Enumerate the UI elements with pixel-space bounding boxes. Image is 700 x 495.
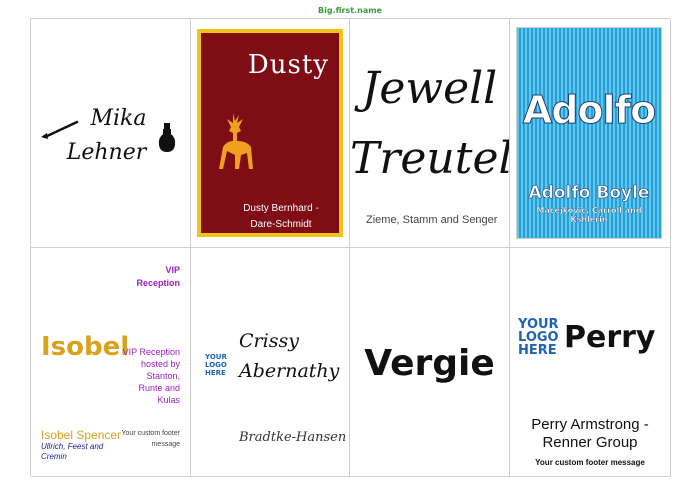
company-name: Bradtke-Hansen [239, 430, 347, 445]
full-name: Adolfo Boyle [528, 183, 650, 204]
first-name: Perry [564, 320, 656, 355]
company-name: Macejkovic, Carroll and Kshlerin [536, 206, 642, 224]
badge-card-1: Mika Lehner [31, 19, 191, 248]
full-name: Isobel Spencer [41, 428, 122, 442]
page-title: Big.first.name [318, 6, 382, 15]
logo-text: YOUR LOGO HERE [205, 353, 227, 377]
footer-message: Your custom footer message [121, 430, 181, 448]
logo-text: YOUR LOGO HERE [518, 317, 559, 358]
badge-panel: Dusty Dusty Bernhard - Dare-Schmidt [197, 29, 343, 237]
badge-panel: Adolfo Adolfo Boyle Macejkovic, Carroll … [516, 27, 662, 239]
full-name: Perry Armstrong - Renner Group [531, 416, 649, 451]
first-name: Adolfo [522, 88, 656, 133]
last-name: Lehner [66, 140, 147, 165]
first-name: Isobel [41, 332, 130, 362]
logo-placeholder: YOUR LOGO HERE [205, 353, 229, 377]
badge-card-8: YOUR LOGO HERE Perry Perry Armstrong - R… [510, 248, 671, 477]
logo-placeholder: YOUR LOGO HERE [518, 318, 564, 357]
badge-grid: Mika Lehner Dusty Dusty Bernhard - Dare-… [30, 18, 671, 477]
badge-card-6: YOUR LOGO HERE Crissy Abernathy Bradtke-… [191, 248, 350, 477]
first-name: Dusty [247, 50, 329, 80]
first-name: Mika [90, 106, 147, 131]
badge-card-5: VIP Reception Isobel VIP Reception hoste… [31, 248, 191, 477]
badge-card-7: Vergie [350, 248, 510, 477]
full-name: Dusty Bernhard - Dare-Schmidt [243, 203, 319, 230]
deer-icon [219, 113, 253, 169]
badge-card-4: Adolfo Adolfo Boyle Macejkovic, Carroll … [510, 19, 671, 248]
first-name: Jewell [361, 63, 498, 114]
badge-card-2: Dusty Dusty Bernhard - Dare-Schmidt [191, 19, 350, 248]
potion-bottle-icon [158, 123, 176, 152]
vip-reception-text: VIP Reception hosted by Stanton, Runte a… [122, 347, 180, 405]
company-name: Ullrich, Feest and Cremin [41, 442, 104, 461]
last-name: Abernathy [239, 360, 340, 382]
first-name: Vergie [364, 343, 495, 384]
last-name: Treutel [350, 133, 510, 184]
vip-label: VIP Reception [136, 265, 180, 288]
footer-message: Your custom footer message [535, 458, 645, 467]
magic-wand-icon [41, 120, 79, 139]
company-name: Zieme, Stamm and Senger [366, 214, 498, 226]
first-name: Crissy [239, 330, 299, 352]
badge-card-3: Jewell Treutel Zieme, Stamm and Senger [350, 19, 510, 248]
